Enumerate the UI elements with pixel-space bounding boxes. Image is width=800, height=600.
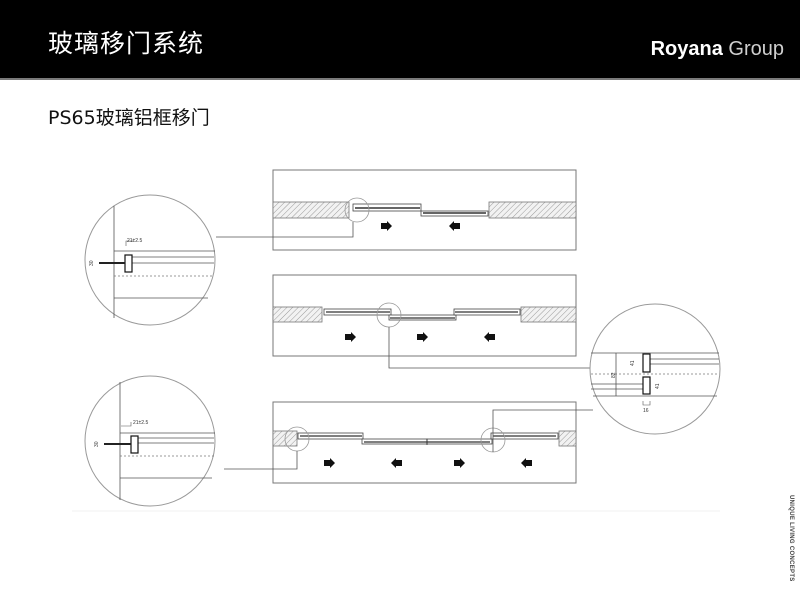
side-tagline: UNIQUE LIVING CONCEPTS — [783, 495, 795, 585]
dimension-label: 21±2.5 — [133, 420, 148, 426]
detail-meeting-stile: 41 41 82 16 — [589, 303, 721, 435]
arrow-right-icon — [345, 332, 356, 342]
dimension-label: 16 — [643, 408, 649, 414]
wall-right — [488, 201, 577, 219]
leader-line — [224, 451, 298, 470]
wall-right — [520, 306, 577, 323]
leader-line — [388, 327, 592, 369]
arrow-left-icon — [449, 221, 460, 231]
brand-name-bold: Royana — [650, 38, 723, 60]
detail-wall-top: 21±2.5 30 — [84, 194, 216, 326]
detail-circle — [589, 303, 721, 435]
brand-name-light: Group — [728, 38, 784, 60]
dimension-label: 41 — [655, 383, 661, 389]
wall-right — [558, 430, 577, 447]
arrow-right-icon — [417, 332, 428, 342]
dimension-label: 41 — [630, 360, 636, 366]
dimension-label: 21±2.5 — [127, 238, 142, 244]
plan-two-panel — [216, 169, 577, 251]
page-title: 玻璃移门系统 — [48, 29, 205, 58]
leader-line — [216, 222, 354, 238]
wall-left — [272, 201, 350, 219]
dimension-label: 30 — [89, 260, 95, 266]
brand-logo: Royana Group — [651, 38, 784, 61]
arrow-left-icon — [521, 458, 532, 468]
dimension-label: 82 — [611, 372, 617, 378]
plan-four-panel — [224, 401, 593, 484]
arrow-left-icon — [391, 458, 402, 468]
detail-wall-bottom: 21±2.5 30 — [84, 375, 216, 507]
detail-circle — [84, 194, 216, 326]
plan-three-panel — [272, 274, 592, 369]
dimension-label: 30 — [94, 441, 100, 447]
leader-line — [492, 409, 593, 452]
header-bar: 玻璃移门系统 Royana Group — [0, 0, 800, 80]
detail-callout-circle — [344, 197, 370, 223]
section-subtitle: PS65玻璃铝框移门 — [48, 107, 210, 129]
arrow-right-icon — [324, 458, 335, 468]
arrow-left-icon — [484, 332, 495, 342]
detail-circle — [84, 375, 216, 507]
arrow-right-icon — [454, 458, 465, 468]
wall-left — [272, 306, 323, 323]
arrow-right-icon — [381, 221, 392, 231]
tagline-text: UNIQUE LIVING CONCEPTS — [788, 495, 794, 582]
